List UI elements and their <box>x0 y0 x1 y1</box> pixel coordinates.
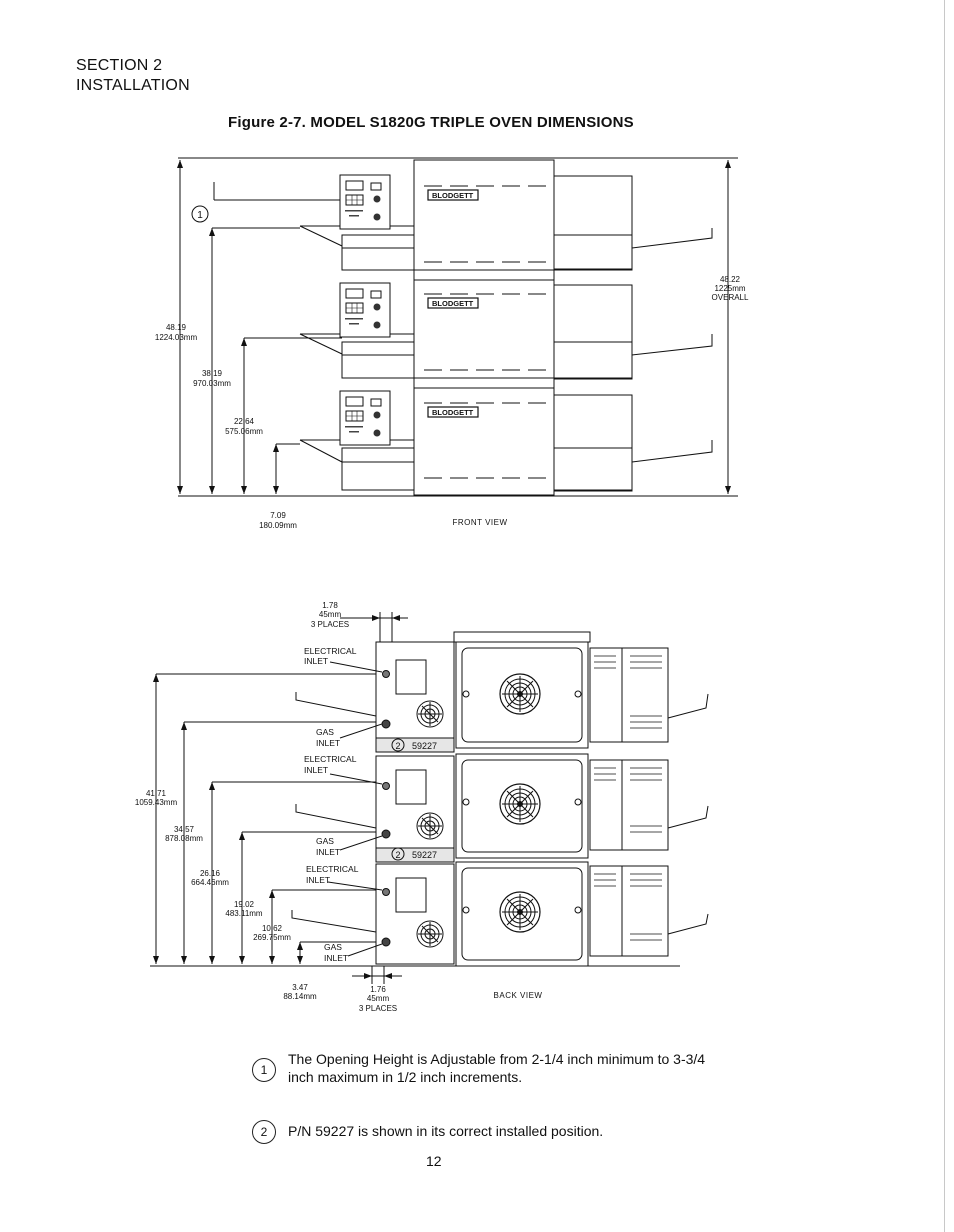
back-top-places: 3 PLACES <box>311 620 349 629</box>
front-d1-mm: 970.03mm <box>193 379 231 388</box>
callout-1-circle <box>191 205 209 223</box>
part-number-top: 59227 <box>412 741 437 751</box>
electrical-label-2b: INLET <box>304 765 328 775</box>
front-control-panels <box>339 174 391 446</box>
figure-title: Figure 2-7. MODEL S1820G TRIPLE OVEN DIM… <box>228 114 634 131</box>
front-overall-r-text: OVERALL <box>712 293 749 302</box>
electrical-label-1a: ELECTRICAL <box>304 646 357 656</box>
page-edge-line <box>944 0 945 1232</box>
back-d2-in: 34.57 <box>174 825 195 834</box>
front-overall-mm: 1224.03mm <box>155 333 198 342</box>
gas-label-2b: INLET <box>316 847 340 857</box>
back-d5-mm: 269.75mm <box>253 933 291 942</box>
back-d5-in: 10.62 <box>262 924 283 933</box>
front-d2-in: 22.64 <box>234 417 255 426</box>
brand-label-top: BLODGETT <box>432 191 474 200</box>
back-arrowheads <box>153 615 400 979</box>
back-d1-in: 41.71 <box>146 789 167 798</box>
gas-label-3a: GAS <box>324 942 342 952</box>
back-d3-mm: 664.46mm <box>191 878 229 887</box>
part-number-bottom: 59227 <box>412 850 437 860</box>
back-d6-mm: 88.14mm <box>283 992 317 1001</box>
electrical-label-3b: INLET <box>306 875 330 885</box>
section-number: SECTION 2 <box>76 57 163 74</box>
part-callout-number-top: 2 <box>395 741 400 751</box>
back-d4-mm: 483.11mm <box>225 909 263 918</box>
front-overall-in: 48.19 <box>166 323 187 332</box>
rear-fans <box>416 673 541 948</box>
back-top-in: 1.78 <box>322 601 338 610</box>
gas-label-2a: GAS <box>316 836 334 846</box>
back-bot-mm: 45mm <box>367 994 390 1003</box>
inlet-labels: ELECTRICAL INLET GAS INLET ELECTRICAL IN… <box>304 646 359 963</box>
front-arrowheads <box>177 160 731 494</box>
back-bot-places: 3 PLACES <box>359 1004 397 1013</box>
back-dimension-labels: 1.78 45mm 3 PLACES 41.71 1059.43mm 34.57… <box>135 601 543 1013</box>
front-d3-in: 7.09 <box>270 511 286 520</box>
brand-label-bottom: BLODGETT <box>432 408 474 417</box>
front-overall-r-in: 48.22 <box>720 275 741 284</box>
electrical-label-2a: ELECTRICAL <box>304 754 357 764</box>
callout-1-number: 1 <box>197 210 203 221</box>
front-view-label: FRONT VIEW <box>452 518 507 527</box>
front-d2-mm: 575.06mm <box>225 427 263 436</box>
back-view-label: BACK VIEW <box>494 991 543 1000</box>
gas-label-1b: INLET <box>316 738 340 748</box>
section-title: INSTALLATION <box>76 77 190 94</box>
page-number: 12 <box>426 1153 442 1169</box>
gas-label-1a: GAS <box>316 727 334 737</box>
back-bot-in: 1.76 <box>370 985 386 994</box>
part-callouts: 2 59227 2 59227 <box>391 738 437 861</box>
back-d2-mm: 878.08mm <box>165 834 203 843</box>
front-dimension-labels: 48.19 1224.03mm 38.19 970.03mm 22.64 575… <box>155 275 749 530</box>
back-d1-mm: 1059.43mm <box>135 798 178 807</box>
front-view-drawing <box>178 157 738 497</box>
back-view-drawing <box>291 631 709 967</box>
brand-labels: BLODGETT BLODGETT BLODGETT <box>432 191 474 417</box>
front-d1-in: 38.19 <box>202 369 223 378</box>
back-d3-in: 26.16 <box>200 869 221 878</box>
note-2-text: P/N 59227 is shown in its correct instal… <box>288 1123 604 1139</box>
part-callout-number-bottom: 2 <box>395 850 400 860</box>
back-top-mm: 45mm <box>319 610 342 619</box>
back-d6-in: 3.47 <box>292 983 308 992</box>
front-overall-r-mm: 1225mm <box>714 284 745 293</box>
front-d3-mm: 180.09mm <box>259 521 297 530</box>
note-1-marker: 1 <box>252 1058 276 1082</box>
note-1-text: The Opening Height is Adjustable from 2-… <box>288 1051 706 1085</box>
gas-label-3b: INLET <box>324 953 348 963</box>
electrical-label-1b: INLET <box>304 656 328 666</box>
brand-label-middle: BLODGETT <box>432 299 474 308</box>
electrical-label-3a: ELECTRICAL <box>306 864 359 874</box>
back-d4-in: 19.02 <box>234 900 255 909</box>
section-header: SECTION 2 INSTALLATION <box>76 56 190 96</box>
note-2-marker: 2 <box>252 1120 276 1144</box>
front-dimension-lines <box>179 160 729 494</box>
